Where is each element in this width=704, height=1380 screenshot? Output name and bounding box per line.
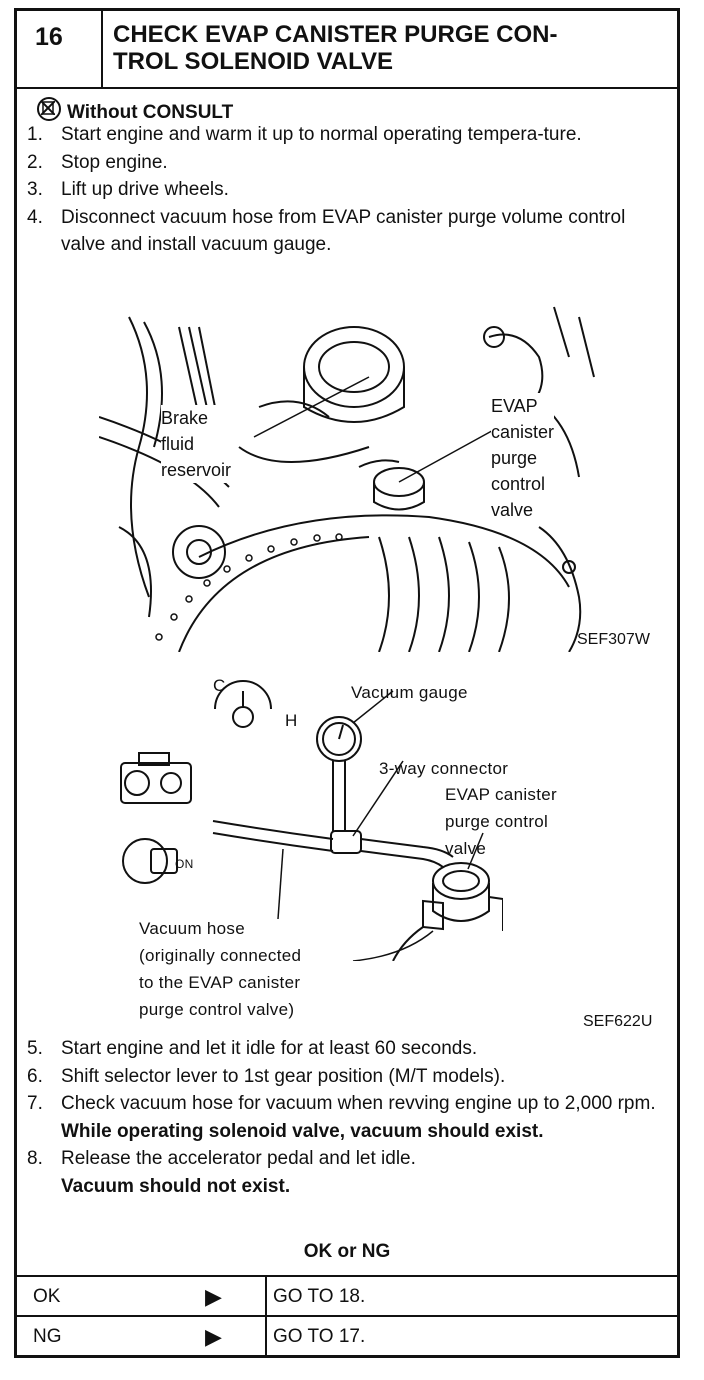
procedure-box: 16 CHECK EVAP CANISTER PURGE CON- TROL S… [14,8,680,1358]
goto-link-ok: GO TO 18. [273,1286,366,1307]
step-2: 2.Stop engine. [27,151,168,173]
step-6: 6.Shift selector lever to 1st gear posit… [27,1065,506,1087]
procedure-header: 16 CHECK EVAP CANISTER PURGE CON- TROL S… [17,11,677,89]
step-number: 16 [17,11,103,87]
steps-list-top: 1.Start engine and warm it up to normal … [27,121,667,259]
label-vacuum-hose: Vacuum hose (originally connected to the… [139,919,302,1019]
goto-link-ng: GO TO 17. [273,1326,366,1347]
decision-row-ng: NG ▶ GO TO 17. [17,1315,677,1357]
without-consult-heading: Without CONSULT [37,97,233,124]
arrow-right-icon: ▶ [205,1324,222,1349]
figure-code-sef622u: SEF622U [583,1013,653,1030]
label-temp-c: C [213,676,226,695]
step-7: 7.Check vacuum hose for vacuum when revv… [27,1093,656,1142]
label-3-way-connector: 3-way connector [379,759,509,778]
arrow-right-icon: ▶ [205,1284,222,1309]
label-temp-h: H [285,711,298,730]
decision-row-ok: OK ▶ GO TO 18. [17,1275,677,1317]
step-7-requirement: While operating solenoid valve, vacuum s… [61,1120,544,1142]
label-evap-valve-fig1: EVAP canister purge control valve [491,393,555,523]
steps-list-bottom: 5.Start engine and let it idle for at le… [27,1035,667,1200]
label-evap-valve-fig2: EVAP canister purge control valve [445,785,557,858]
step-8-requirement: Vacuum should not exist. [61,1175,291,1197]
procedure-title: CHECK EVAP CANISTER PURGE CON- TROL SOLE… [113,21,558,75]
ok-or-ng-heading: OK or NG [303,1241,391,1262]
no-consult-icon [37,97,61,121]
step-1: 1.Start engine and warm it up to normal … [27,124,582,145]
step-4: 4.Disconnect vacuum hose from EVAP canis… [27,206,626,256]
vacuum-gauge-diagram [120,680,503,961]
step-5: 5.Start engine and let it idle for at le… [27,1038,478,1059]
figure-code-sef307w: SEF307W [577,631,650,648]
step-8: 8.Release the accelerator pedal and let … [27,1148,416,1197]
label-brake-fluid-reservoir: Brake fluid reservoir [161,405,232,483]
label-vacuum-gauge: Vacuum gauge [351,683,468,702]
label-key-on: ON [175,857,194,871]
step-3: 3.Lift up drive wheels. [27,179,229,200]
